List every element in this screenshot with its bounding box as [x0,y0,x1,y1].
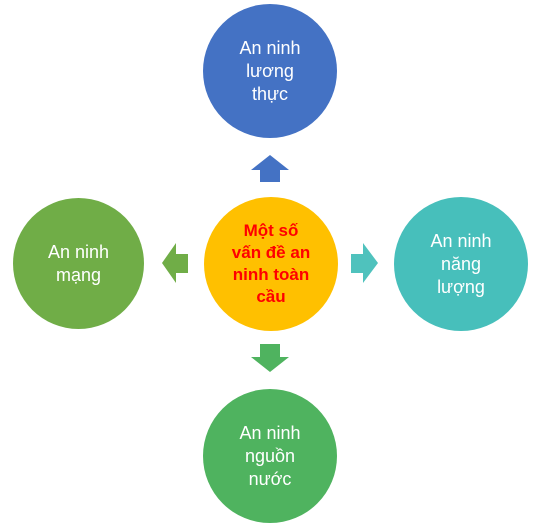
node-cyber-security-label: An ninh mạng [47,241,110,285]
node-food-security: An ninh lương thực [203,4,337,138]
arrow-down-icon [251,344,289,372]
arrow-left-icon [162,243,188,283]
node-food-security-label: An ninh lương thực [239,37,301,104]
arrow-up-icon [251,155,289,182]
center-node-label: Một số vấn đề an ninh toàn cầu [231,221,311,306]
center-node: Một số vấn đề an ninh toàn cầu [204,197,338,331]
node-water-security: An ninh nguồn nước [203,389,337,523]
node-water-security-label: An ninh nguồn nước [239,422,301,489]
node-energy-security-label: An ninh năng lượng [430,230,492,297]
arrow-right-icon [351,243,378,283]
node-cyber-security: An ninh mạng [13,198,144,329]
node-energy-security: An ninh năng lượng [394,197,528,331]
